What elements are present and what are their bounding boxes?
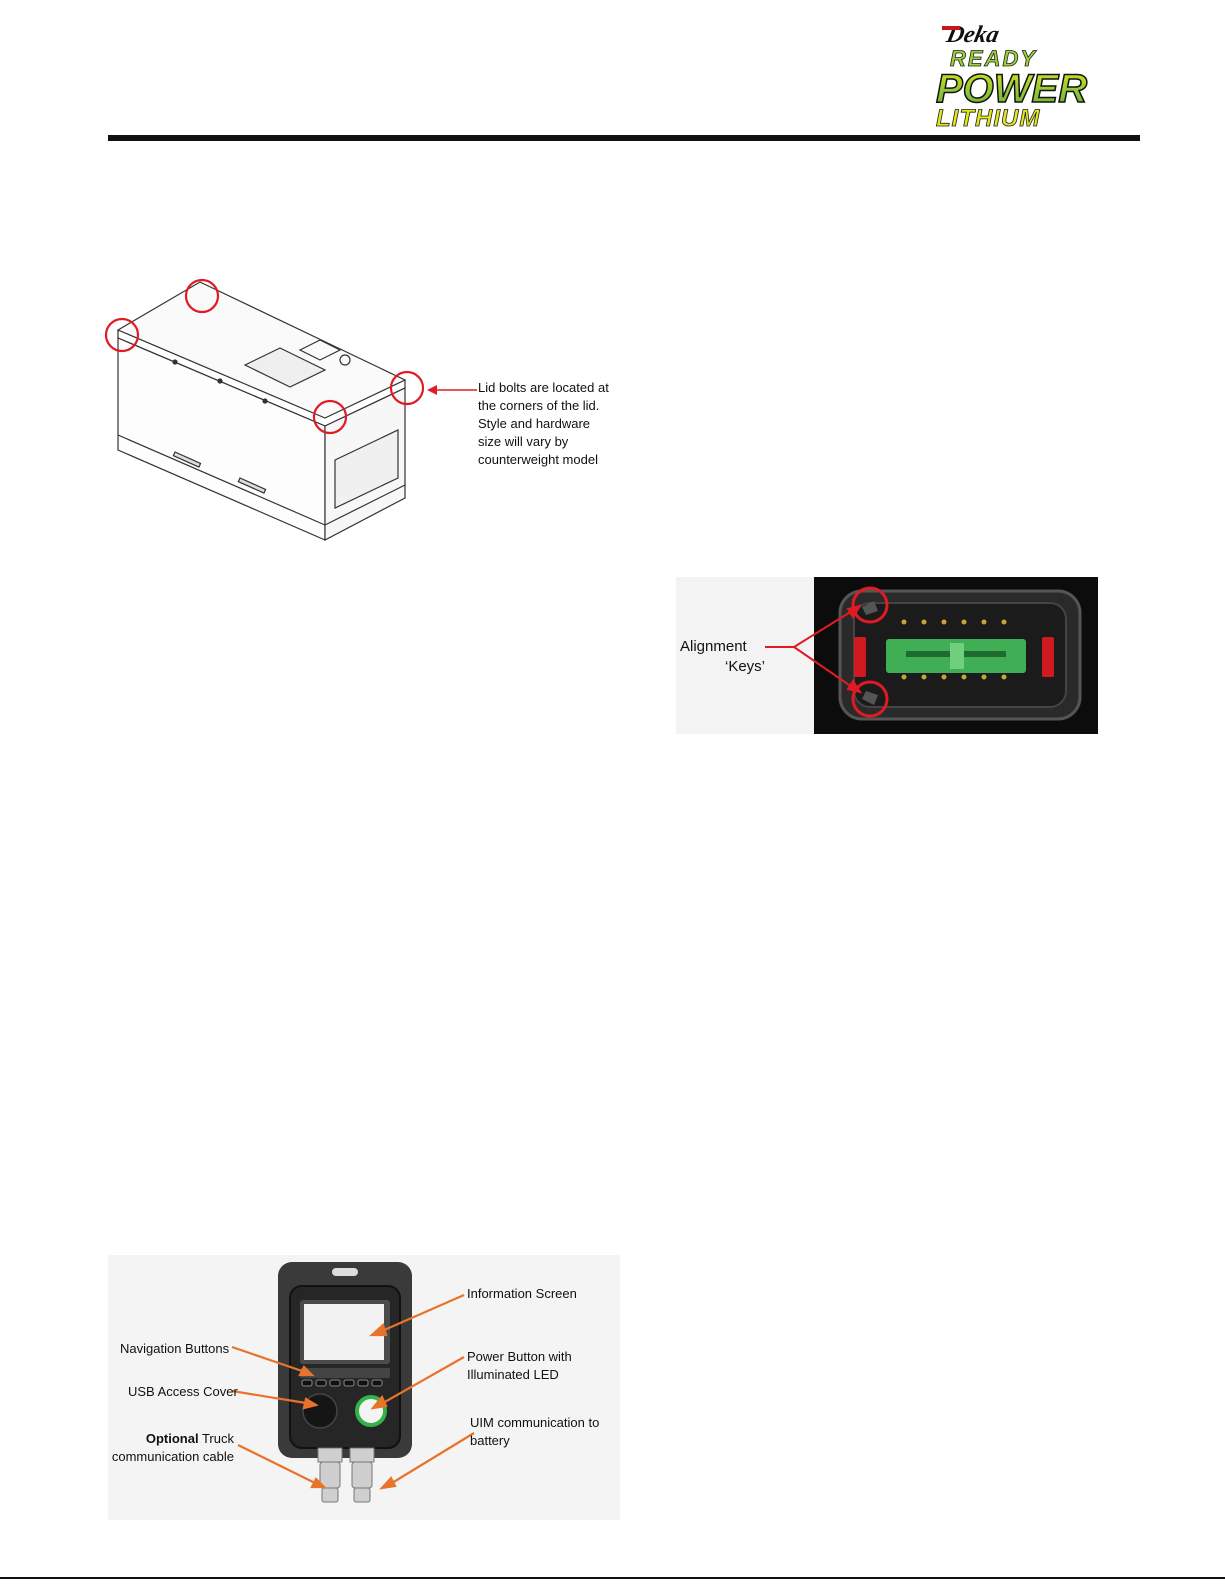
truck-label-optional: Optional xyxy=(145,1431,199,1446)
power-label-line-2: Illuminated LED xyxy=(467,1367,559,1382)
deka-ready-power-lithium-logo: Deka READY POWER LITHIUM xyxy=(935,21,1088,132)
alignment-label-line-2: ‘Keys’ xyxy=(724,658,765,675)
lid-callout-arrow xyxy=(427,385,477,395)
information-screen-label: Information Screen xyxy=(467,1286,577,1301)
footer-rule xyxy=(0,1577,1225,1579)
lid-callout-line-2: the corners of the lid. xyxy=(478,398,600,413)
lid-callout-line-5: counterweight model xyxy=(478,452,598,467)
lid-callout-line-3: Style and hardware xyxy=(478,416,591,431)
truck-label-line-2: communication cable xyxy=(111,1449,234,1464)
power-label-line-1: Power Button with xyxy=(467,1349,572,1364)
alignment-keys-label: Alignment ‘Keys’ xyxy=(680,637,790,677)
alignment-label-line-1: Alignment xyxy=(680,638,747,655)
logo-ready-text: READY xyxy=(950,46,1037,71)
battery-lid-illustration xyxy=(104,278,425,541)
power-button-label: Power Button with Illuminated LED xyxy=(467,1348,607,1384)
connector-illustration xyxy=(838,586,1082,721)
usb-access-cover-label: USB Access Cover xyxy=(128,1384,238,1399)
uim-device-illustration xyxy=(278,1262,412,1503)
lid-callout-line-1: Lid bolts are located at xyxy=(478,380,609,395)
uim-callout-arrows xyxy=(231,1293,475,1490)
truck-communication-label: Optional Truck communication cable xyxy=(104,1430,234,1466)
navigation-buttons-label: Navigation Buttons xyxy=(120,1341,230,1356)
uim-communication-label: UIM communication to battery xyxy=(470,1414,620,1450)
uim-label-line-1: UIM communication to xyxy=(470,1415,600,1430)
logo-deka-text: Deka xyxy=(943,21,1002,48)
logo-lithium-text: LITHIUM xyxy=(936,105,1040,132)
truck-label-rest: Truck xyxy=(198,1431,234,1446)
lid-bolts-callout: Lid bolts are located at the corners of … xyxy=(478,379,618,469)
alignment-keys-arrows xyxy=(765,604,863,694)
header-rule xyxy=(108,135,1140,141)
uim-label-line-2: battery xyxy=(470,1433,510,1448)
logo-power-text: POWER xyxy=(936,67,1087,111)
connector-figure-background xyxy=(676,577,814,734)
lid-callout-line-4: size will vary by xyxy=(478,434,569,449)
